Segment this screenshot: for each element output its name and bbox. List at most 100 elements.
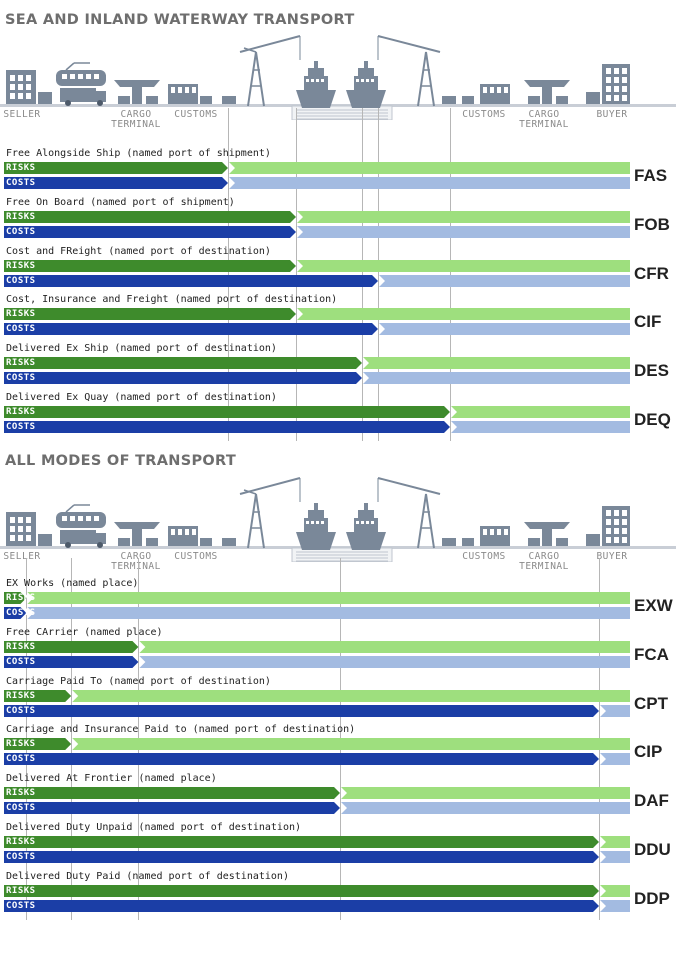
scene-illustration [0, 477, 676, 562]
costs-label: COSTS [6, 324, 36, 334]
risk-buyer-bar [600, 836, 630, 848]
cost-seller-bar [4, 900, 599, 912]
guide-line [228, 108, 229, 441]
risk-cost-bars [4, 738, 630, 765]
risk-buyer-bar [600, 885, 630, 897]
incoterm-code: CIP [634, 742, 663, 761]
incoterm-row: Carriage and Insurance Paid to (named po… [0, 724, 676, 772]
location-label: CUSTOMS [462, 551, 506, 562]
incoterms-chart: Free Alongside Ship (named port of shipm… [0, 108, 676, 441]
location-label: SELLER [3, 551, 41, 562]
cost-seller-bar [4, 607, 27, 619]
costs-label: COSTS [6, 901, 36, 911]
risk-cost-bars [4, 690, 630, 717]
incoterm-row: Delivered Ex Quay (named port of destina… [0, 392, 676, 440]
risk-buyer-bar [139, 641, 630, 653]
location-label: CARGO TERMINAL [111, 551, 161, 572]
risks-label: RISKS [6, 212, 36, 222]
risk-buyer-bar [363, 357, 630, 369]
cost-seller-bar [4, 753, 599, 765]
risks-label: RISKS [6, 691, 36, 701]
crane-icon [377, 477, 441, 549]
incoterm-code: DDU [634, 840, 671, 859]
risk-cost-bars [4, 836, 630, 863]
risk-cost-bars [4, 592, 630, 619]
location-label: CARGO TERMINAL [111, 109, 161, 130]
risk-seller-bar [4, 357, 362, 369]
truck-icon [60, 530, 106, 548]
incoterm-description: EX Works (named place) [6, 578, 139, 589]
ship-icon [346, 61, 386, 108]
incoterm-code: DES [634, 361, 669, 380]
guide-line [378, 108, 379, 441]
cost-buyer-bar [451, 421, 630, 433]
risk-cost-bars [4, 787, 630, 814]
train-icon [56, 504, 106, 528]
incoterm-description: Delivered Ex Ship (named port of destina… [6, 343, 277, 354]
risks-label: RISKS [6, 358, 36, 368]
ship-icon [296, 61, 336, 108]
guide-line [362, 108, 363, 441]
location-label: CUSTOMS [462, 109, 506, 120]
cost-seller-bar [4, 275, 378, 287]
risk-buyer-bar [27, 592, 630, 604]
incoterm-description: Delivered At Frontier (named place) [6, 773, 217, 784]
costs-label: COSTS [6, 706, 36, 716]
incoterm-description: Free Alongside Ship (named port of shipm… [6, 148, 271, 159]
incoterm-row: Delivered Duty Unpaid (named port of des… [0, 822, 676, 870]
risk-cost-bars [4, 357, 630, 384]
risk-buyer-bar [229, 162, 630, 174]
costs-label: COSTS [6, 227, 36, 237]
location-label: SELLER [3, 109, 41, 120]
risk-seller-bar [4, 211, 296, 223]
incoterm-code: CPT [634, 694, 668, 713]
costs-label: COSTS [6, 178, 36, 188]
risk-seller-bar [4, 260, 296, 272]
warehouse-icon [168, 84, 236, 104]
risk-cost-bars [4, 260, 630, 287]
ship-icon [296, 503, 336, 550]
costs-label: COSTS [6, 608, 36, 618]
train-icon [56, 62, 106, 86]
warehouse-icon [168, 526, 236, 546]
risk-cost-bars [4, 406, 630, 433]
risk-cost-bars [4, 641, 630, 668]
risks-label: RISKS [6, 642, 36, 652]
risks-label: RISKS [6, 309, 36, 319]
truck-icon [60, 88, 106, 106]
cost-buyer-bar [297, 226, 630, 238]
factory-icon [586, 64, 630, 104]
location-label: CUSTOMS [174, 551, 218, 562]
risks-label: RISKS [6, 163, 36, 173]
incoterm-description: Cost, Insurance and Freight (named port … [6, 294, 338, 305]
factory-icon [586, 506, 630, 546]
incoterm-row: Free On Board (named port of shipment) RI… [0, 197, 676, 245]
risk-buyer-bar [297, 260, 630, 272]
risks-label: RISKS [6, 886, 36, 896]
incoterm-code: CIF [634, 312, 662, 331]
risk-cost-bars [4, 162, 630, 189]
costs-label: COSTS [6, 852, 36, 862]
costs-label: COSTS [6, 422, 36, 432]
risks-label: RISKS [6, 261, 36, 271]
costs-label: COSTS [6, 803, 36, 813]
guide-line [71, 558, 72, 920]
cost-seller-bar [4, 372, 362, 384]
risk-cost-bars [4, 885, 630, 912]
incoterm-description: Free On Board (named port of shipment) [6, 197, 235, 208]
risk-buyer-bar [72, 738, 630, 750]
incoterm-row: Carriage Paid To (named port of destinat… [0, 676, 676, 724]
incoterm-description: Delivered Ex Quay (named port of destina… [6, 392, 277, 403]
incoterm-description: Delivered Duty Paid (named port of desti… [6, 871, 289, 882]
costs-label: COSTS [6, 657, 36, 667]
costs-label: COSTS [6, 276, 36, 286]
risk-buyer-bar [297, 308, 630, 320]
risk-seller-bar [4, 738, 72, 750]
cost-seller-bar [4, 705, 599, 717]
cost-buyer-bar [600, 753, 630, 765]
risks-label: RISKS [6, 788, 36, 798]
